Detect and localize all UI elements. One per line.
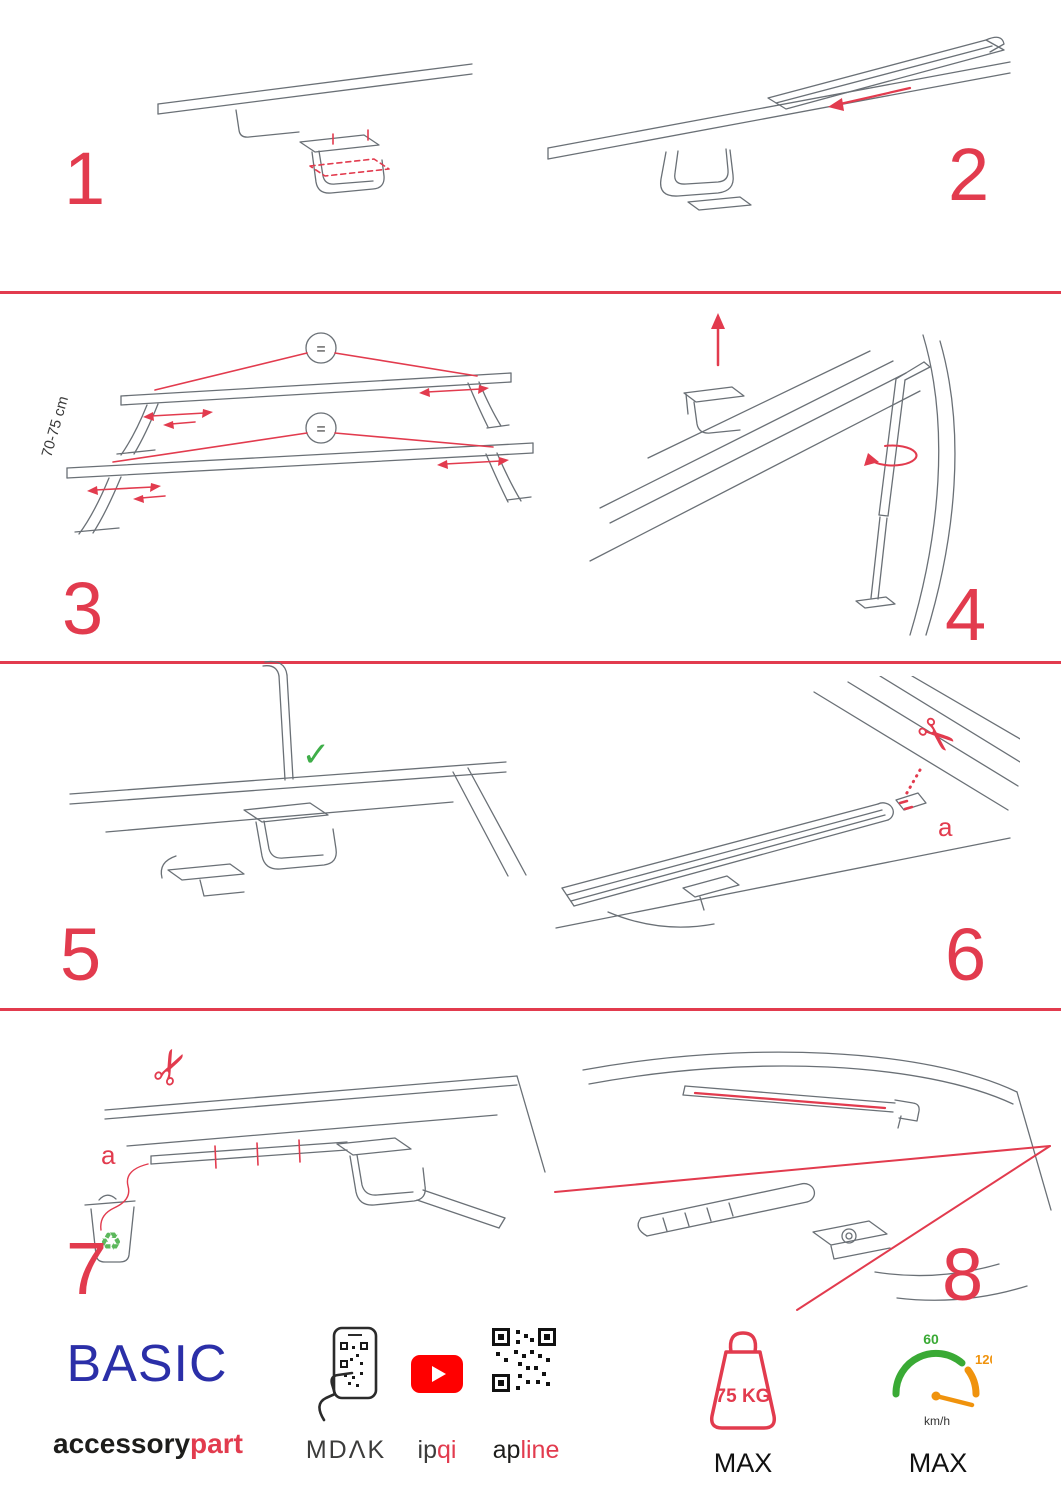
final-assembly-drawing — [582, 1051, 1052, 1301]
roof-edge-drawing — [157, 63, 473, 194]
cut-marks — [898, 768, 922, 811]
section-divider — [0, 1008, 1061, 1011]
step-5-illustration: ✓ — [69, 660, 527, 897]
speedometer-icon: 60 120 km/h — [892, 1331, 992, 1428]
rail-drawing — [547, 36, 1011, 211]
speed-unit-label: km/h — [924, 1414, 950, 1428]
brand-logo: BASIC — [66, 1335, 228, 1393]
site-label-black: ap — [492, 1436, 521, 1464]
tighten-annotations — [711, 313, 918, 467]
insert-annotation — [309, 129, 390, 177]
scissors-icon: ✂ — [139, 1038, 203, 1095]
step-1-number: 1 — [64, 137, 106, 220]
roof-and-key-drawing — [589, 334, 956, 636]
site-label-red: line — [520, 1436, 560, 1464]
equals-badge: = — [316, 421, 325, 438]
step-2-number: 2 — [948, 133, 990, 216]
bar-distance-label: 70-75 cm — [39, 394, 73, 459]
section-divider — [0, 291, 1061, 294]
weight-icon: 75 KG — [709, 1331, 777, 1430]
dimension-arrows — [87, 352, 509, 503]
step-5-number: 5 — [60, 913, 102, 996]
speed-low-label: 60 — [923, 1331, 939, 1347]
channel-label-red: qi — [437, 1436, 457, 1464]
part-a-label: a — [938, 812, 953, 842]
speed-max-label: MAX — [908, 1448, 968, 1478]
step-8-number: 8 — [942, 1233, 984, 1316]
step-7-number: 7 — [66, 1227, 108, 1310]
channel-label-black: ip — [417, 1436, 437, 1464]
youtube-icon — [411, 1355, 463, 1393]
qr-app-label: MDΛK — [305, 1436, 387, 1464]
weight-value-label: 75 KG — [716, 1386, 771, 1407]
step-4-number: 4 — [945, 573, 987, 656]
step-6-illustration: ✂ a — [555, 676, 1020, 929]
recycle-icon: ♻ — [100, 1228, 122, 1256]
brand-subtitle: accessorypart — [38, 1428, 258, 1460]
scissors-icon: ✂ — [905, 703, 968, 768]
part-a-label: a — [101, 1140, 116, 1170]
step-3-number: 3 — [62, 567, 104, 650]
section-divider — [0, 661, 1061, 664]
clamp-installed-drawing — [69, 660, 527, 897]
youtube-channel-label: ipqi — [402, 1436, 472, 1465]
step-3-illustration: = = 70-75 cm — [39, 332, 534, 535]
crossbar-cut-drawing — [555, 676, 1020, 929]
slide-arrow — [828, 86, 912, 111]
speed-high-label: 120 — [975, 1352, 992, 1367]
strap-cut-drawing — [104, 1075, 546, 1229]
brand-subtitle-black: accessory — [53, 1428, 191, 1459]
step-1-illustration — [157, 63, 473, 194]
check-icon: ✓ — [302, 736, 331, 774]
qr-code-icon — [492, 1328, 556, 1392]
equals-badge: = — [316, 341, 325, 358]
step-4-illustration — [589, 313, 956, 636]
crossbars-drawing — [66, 332, 534, 535]
step-2-illustration — [547, 36, 1011, 211]
cut-annotations — [100, 1139, 301, 1231]
alignment-lines — [554, 1091, 1051, 1311]
step-7-illustration: ✂ a ♻ — [84, 1038, 546, 1263]
step-6-number: 6 — [945, 913, 987, 996]
weight-max-label: MAX — [713, 1448, 773, 1478]
brand-subtitle-red: part — [190, 1428, 243, 1459]
site-label: apline — [476, 1436, 576, 1465]
trash-bin-icon — [84, 1194, 136, 1263]
step-8-illustration — [554, 1051, 1052, 1311]
phone-qr-icon — [318, 1326, 378, 1422]
